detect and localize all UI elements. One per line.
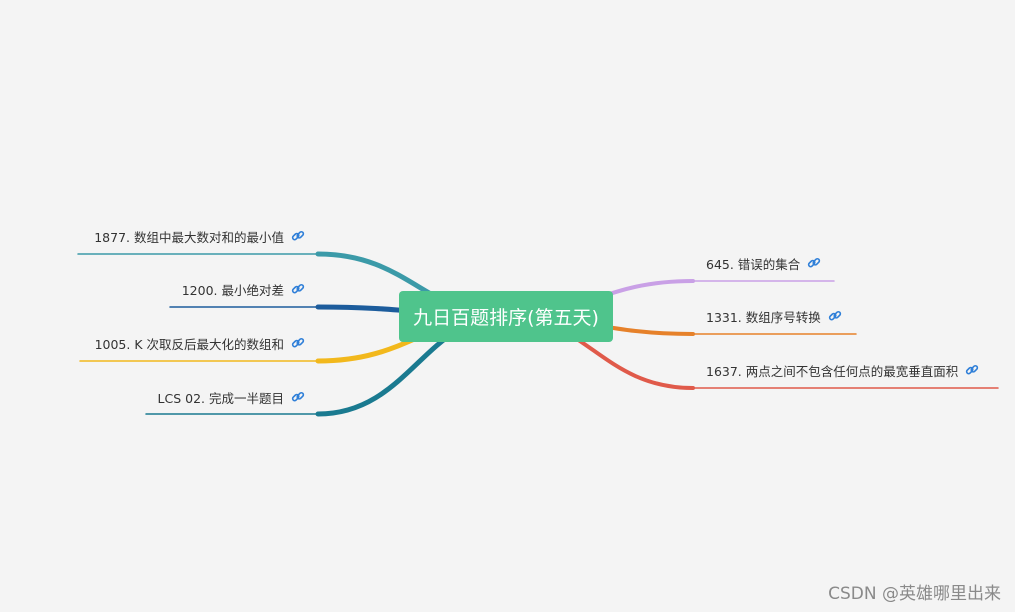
branch-node[interactable]: LCS 02. 完成一半题目 <box>60 388 305 406</box>
branch-node[interactable]: 1005. K 次取反后最大化的数组和 <box>60 334 305 352</box>
branch-label: LCS 02. 完成一半题目 <box>157 390 284 406</box>
link-icon[interactable] <box>965 363 979 377</box>
link-icon[interactable] <box>291 390 305 404</box>
central-topic[interactable]: 九日百题排序(第五天) <box>399 291 613 342</box>
branch-label: 1005. K 次取反后最大化的数组和 <box>94 336 284 352</box>
branch-node[interactable]: 1637. 两点之间不包含任何点的最宽垂直面积 <box>706 361 979 379</box>
branch-node[interactable]: 645. 错误的集合 <box>706 254 821 272</box>
link-icon[interactable] <box>291 229 305 243</box>
link-icon[interactable] <box>807 256 821 270</box>
branch-node[interactable]: 1200. 最小绝对差 <box>60 280 305 298</box>
watermark: CSDN @英雄哪里出来 <box>828 584 1001 604</box>
link-icon[interactable] <box>291 336 305 350</box>
branch-label: 1200. 最小绝对差 <box>181 282 284 298</box>
branch-node[interactable]: 1331. 数组序号转换 <box>706 307 842 325</box>
central-topic-label: 九日百题排序(第五天) <box>413 307 599 329</box>
branch-label: 1877. 数组中最大数对和的最小值 <box>94 229 284 245</box>
link-icon[interactable] <box>291 282 305 296</box>
branch-label: 645. 错误的集合 <box>706 256 801 272</box>
branch-node[interactable]: 1877. 数组中最大数对和的最小值 <box>60 227 305 245</box>
branch-label: 1331. 数组序号转换 <box>706 309 821 325</box>
link-icon[interactable] <box>828 309 842 323</box>
branch-label: 1637. 两点之间不包含任何点的最宽垂直面积 <box>706 363 959 379</box>
